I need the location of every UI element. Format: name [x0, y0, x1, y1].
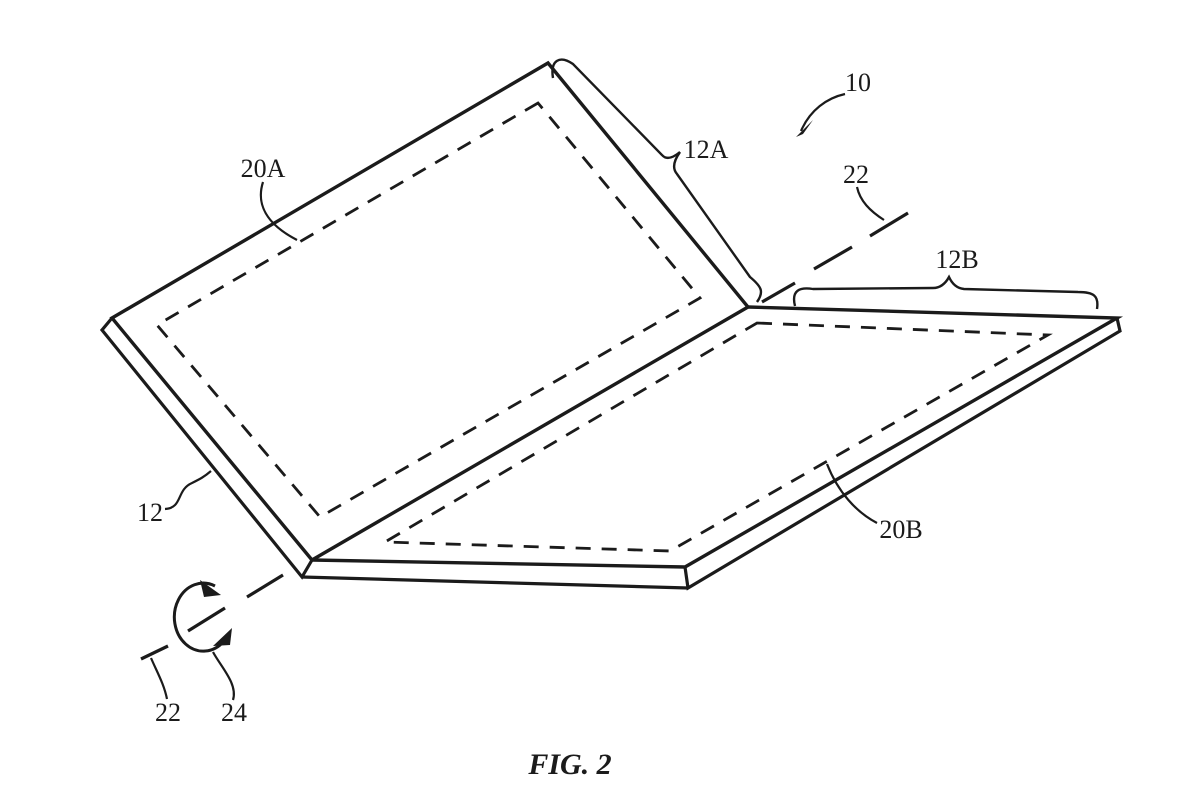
display-a-dashed-outline [154, 101, 703, 519]
ref-label-22-bottom: 22 [155, 698, 181, 727]
leader-12 [164, 470, 212, 511]
ref-label-12b: 12B [935, 245, 978, 274]
axis-dash [246, 573, 284, 599]
leader-20a [259, 181, 298, 241]
ref-label-20b: 20B [879, 515, 922, 544]
display-b-dashed-outline [380, 321, 1053, 553]
figure-caption: FIG. 2 [527, 748, 611, 781]
left-panel-top-face [109, 60, 751, 563]
axis-dash [187, 606, 226, 633]
hinge-axis-dashed-line [140, 211, 909, 661]
left-panel [99, 60, 751, 580]
axis-dash [140, 644, 169, 661]
right-panel-bottom-thickness-edge [301, 575, 689, 590]
ref-label-12a: 12A [684, 135, 729, 164]
brace-12a [551, 58, 763, 303]
leader-24 [212, 651, 235, 701]
axis-dash [761, 281, 796, 304]
left-panel-thickness-edges [99, 316, 314, 580]
ref-label-24: 24 [221, 698, 247, 727]
ref-label-10: 10 [845, 68, 871, 97]
rotation-arrowhead-top [200, 580, 221, 597]
axis-dash [813, 245, 853, 271]
axis-dash [869, 211, 909, 238]
leader-22-top [855, 186, 885, 221]
leader-22-bottom [149, 657, 169, 700]
right-panel-top-face [311, 305, 1124, 569]
right-panel [301, 305, 1124, 591]
rotation-arrowhead-bottom [213, 628, 232, 646]
ref-label-22-top: 22 [843, 160, 869, 189]
ref-label-12: 12 [137, 498, 163, 527]
leader-10-arrowhead [796, 120, 813, 137]
ref-label-20a: 20A [241, 154, 286, 183]
right-panel-thickness-edges [683, 317, 1122, 591]
leader-10 [799, 92, 846, 132]
rotation-arrow [172, 580, 232, 653]
rotation-arrow-arc [172, 581, 226, 653]
leader-lines [149, 92, 885, 701]
leader-20b [825, 463, 878, 524]
brace-12b [792, 274, 1099, 310]
